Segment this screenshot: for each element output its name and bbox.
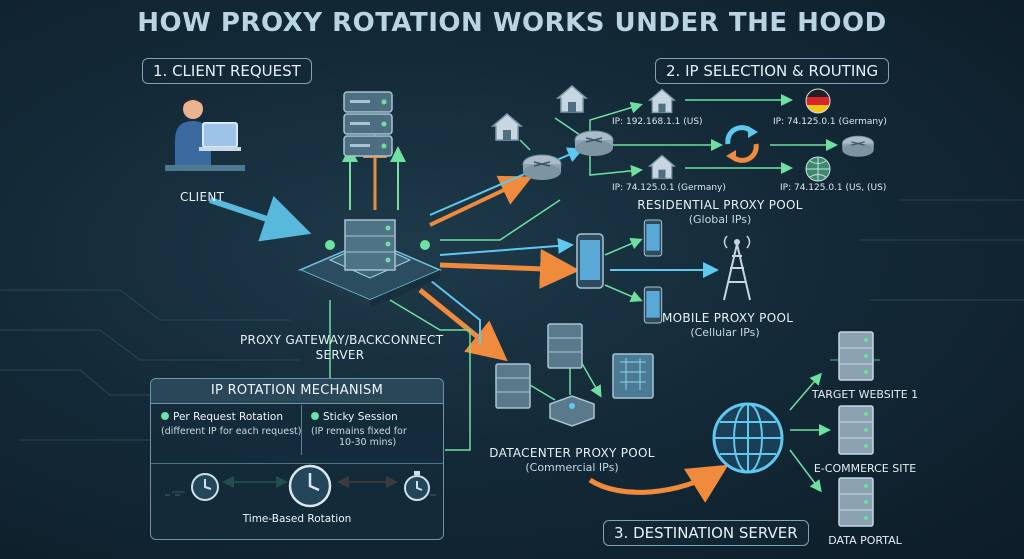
house-icon — [555, 85, 589, 113]
gateway-label-line2: SERVER — [315, 348, 365, 362]
house-icon — [647, 88, 677, 114]
germany-flag-icon — [805, 88, 831, 114]
client-label: CLIENT — [180, 190, 225, 204]
smartphone-icon — [643, 286, 663, 324]
green-dot-icon — [161, 412, 169, 420]
residential-pool-subtitle: (Global IPs) — [688, 213, 752, 226]
residential-ip-2: IP: 74.125.0.1 (Germany) — [773, 117, 887, 127]
data-portal-label: DATA PORTAL — [828, 534, 902, 547]
ecommerce-site-label: E-COMMERCE SITE — [813, 462, 917, 475]
step-destination: 3. DESTINATION SERVER — [603, 520, 809, 546]
page-title: HOW PROXY ROTATION WORKS UNDER THE HOOD — [137, 8, 887, 38]
client-person-laptop-icon — [165, 98, 245, 171]
datacenter-server-icon — [612, 353, 654, 399]
datacenter-pool-title: DATACENTER PROXY POOL — [489, 446, 655, 460]
gateway-label-line1: PROXY GATEWAY/BACKCONNECT — [240, 333, 444, 347]
datacenter-pool-subtitle: (Commercial IPs) — [525, 461, 619, 474]
datacenter-server-icon — [495, 363, 531, 409]
router-icon — [574, 130, 614, 156]
residential-ip-3: IP: 74.125.0.1 (Germany) — [612, 183, 726, 193]
step-ip-selection: 2. IP SELECTION & ROUTING — [655, 58, 890, 84]
datacenter-server-icon — [547, 323, 583, 369]
large-clock-icon — [288, 464, 332, 508]
green-dot-icon — [311, 412, 319, 420]
divider — [151, 463, 443, 464]
per-request-title: Per Request Rotation — [173, 411, 283, 423]
sticky-session-desc-2: 10-30 mins) — [339, 437, 397, 448]
divider — [301, 405, 302, 455]
smartphone-icon — [576, 233, 604, 289]
rotation-mechanism-panel: IP ROTATION MECHANISM Per Request Rotati… — [150, 378, 444, 540]
datacenter-switch-icon — [549, 395, 595, 427]
server-stack-icon — [343, 91, 393, 157]
rotation-cycle-icon — [725, 125, 759, 163]
mobile-pool-title: MOBILE PROXY POOL — [662, 311, 794, 325]
stopwatch-icon — [404, 471, 430, 501]
house-icon — [647, 154, 677, 180]
router-icon — [522, 154, 562, 180]
sticky-session-title: Sticky Session — [323, 411, 398, 423]
per-request-option: Per Request Rotation (different IP for e… — [161, 411, 301, 437]
smartphone-icon — [643, 219, 663, 257]
per-request-desc: (different IP for each request) — [161, 426, 302, 437]
residential-pool-title: RESIDENTIAL PROXY POOL — [637, 198, 803, 212]
target-server-icon — [838, 477, 874, 527]
residential-ip-4: IP: 74.125.0.1 (US, (US) — [780, 183, 887, 193]
gateway-server-icon — [298, 219, 442, 308]
router-icon — [841, 135, 875, 157]
target-server-icon — [838, 405, 874, 455]
sticky-session-desc-1: (IP remains fixed for — [311, 426, 407, 437]
target-website-label: TARGET WEBSITE 1 — [811, 388, 919, 401]
residential-ip-1: IP: 192.168.1.1 (US) — [612, 117, 703, 127]
globe-icon — [712, 402, 784, 474]
clock-icon — [191, 473, 219, 501]
house-icon — [490, 113, 524, 141]
time-based-rotation-label: Time-Based Rotation — [242, 513, 352, 525]
target-server-icon — [838, 331, 874, 381]
globe-small-icon — [805, 156, 831, 182]
rotation-mechanism-title: IP ROTATION MECHANISM — [151, 379, 443, 404]
mobile-pool-subtitle: (Cellular IPs) — [690, 326, 760, 339]
sticky-session-option: Sticky Session (IP remains fixed for 10-… — [311, 411, 407, 448]
cell-tower-icon — [723, 235, 751, 301]
step-client-request: 1. CLIENT REQUEST — [142, 58, 312, 84]
